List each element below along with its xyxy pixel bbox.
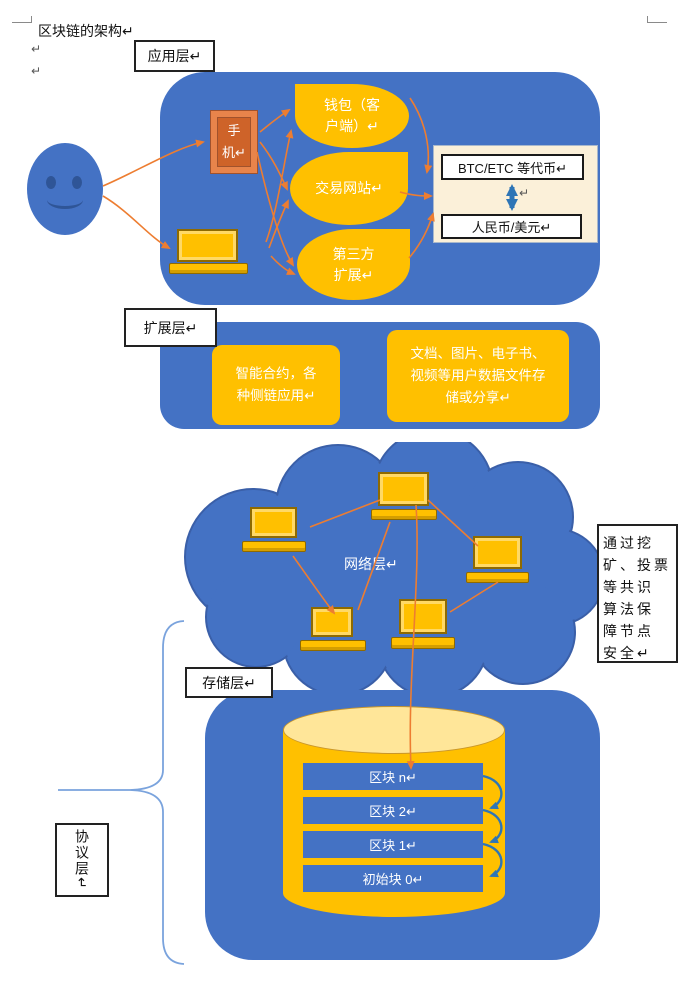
- user-files-box[interactable]: 文档、图片、电子书、 视频等用户数据文件存 储或分享↵: [387, 330, 569, 422]
- paragraph-mark: ↵: [519, 186, 530, 200]
- network-node-laptop-icon[interactable]: [399, 599, 447, 634]
- page-title: 区块链的架构↵: [38, 23, 134, 39]
- network-layer-label: 网络层↵: [344, 556, 398, 572]
- paragraph-mark: ↵: [31, 64, 42, 78]
- network-node-laptop-base-icon: [466, 572, 529, 583]
- smiley-right-eye-icon: [72, 176, 82, 189]
- network-node-laptop-icon[interactable]: [378, 472, 429, 506]
- network-node-laptop-base-icon: [242, 541, 306, 552]
- network-node-laptop-base-icon: [300, 640, 366, 651]
- fiat-box[interactable]: 人民币/美元↵: [441, 214, 582, 239]
- wallet-client-shape[interactable]: 钱包（客 户端）↵: [295, 84, 409, 148]
- third-party-extension-shape[interactable]: 第三方 扩展↵: [297, 229, 410, 300]
- smart-contracts-box[interactable]: 智能合约，各 种侧链应用↵: [212, 345, 340, 425]
- laptop-base-icon: [169, 263, 248, 274]
- block-bar-1[interactable]: 区块 1↵: [303, 831, 483, 858]
- user-smiley-face[interactable]: [27, 143, 103, 235]
- protocol-layer-label[interactable]: 协议层↵: [55, 823, 109, 897]
- smiley-mouth-icon: [47, 191, 83, 209]
- block-bar-0[interactable]: 初始块 0↵: [303, 865, 483, 892]
- network-node-laptop-base-icon: [371, 509, 437, 520]
- consensus-note-box[interactable]: 通过挖 矿、投票 等共识 算法保 障节点 安全↵: [597, 524, 678, 663]
- laptop-icon[interactable]: [177, 229, 238, 262]
- page-corner-mark-right: [647, 16, 667, 23]
- network-node-laptop-icon[interactable]: [311, 607, 353, 637]
- database-cylinder-top: [283, 706, 505, 754]
- storage-layer-label[interactable]: 存储层↵: [185, 667, 273, 698]
- application-layer-label[interactable]: 应用层↵: [134, 40, 215, 72]
- phone-shape[interactable]: 手 机↵: [210, 110, 258, 174]
- block-bar-n[interactable]: 区块 n↵: [303, 763, 483, 790]
- phone-label: 手 机↵: [217, 117, 251, 167]
- network-node-laptop-icon[interactable]: [250, 507, 297, 538]
- smiley-left-eye-icon: [46, 176, 56, 189]
- currency-exchange-panel[interactable]: BTC/ETC 等代币↵ 人民币/美元↵ ↵: [433, 145, 598, 243]
- extension-layer-label[interactable]: 扩展层↵: [124, 308, 217, 347]
- network-node-laptop-icon[interactable]: [473, 536, 522, 569]
- protocol-brace-shape: [58, 620, 185, 965]
- trading-website-shape[interactable]: 交易网站↵: [290, 152, 408, 225]
- paragraph-mark: ↵: [31, 42, 42, 56]
- token-box[interactable]: BTC/ETC 等代币↵: [441, 154, 584, 180]
- network-node-laptop-base-icon: [391, 637, 455, 649]
- block-bar-2[interactable]: 区块 2↵: [303, 797, 483, 824]
- page-corner-mark-left: [12, 16, 32, 23]
